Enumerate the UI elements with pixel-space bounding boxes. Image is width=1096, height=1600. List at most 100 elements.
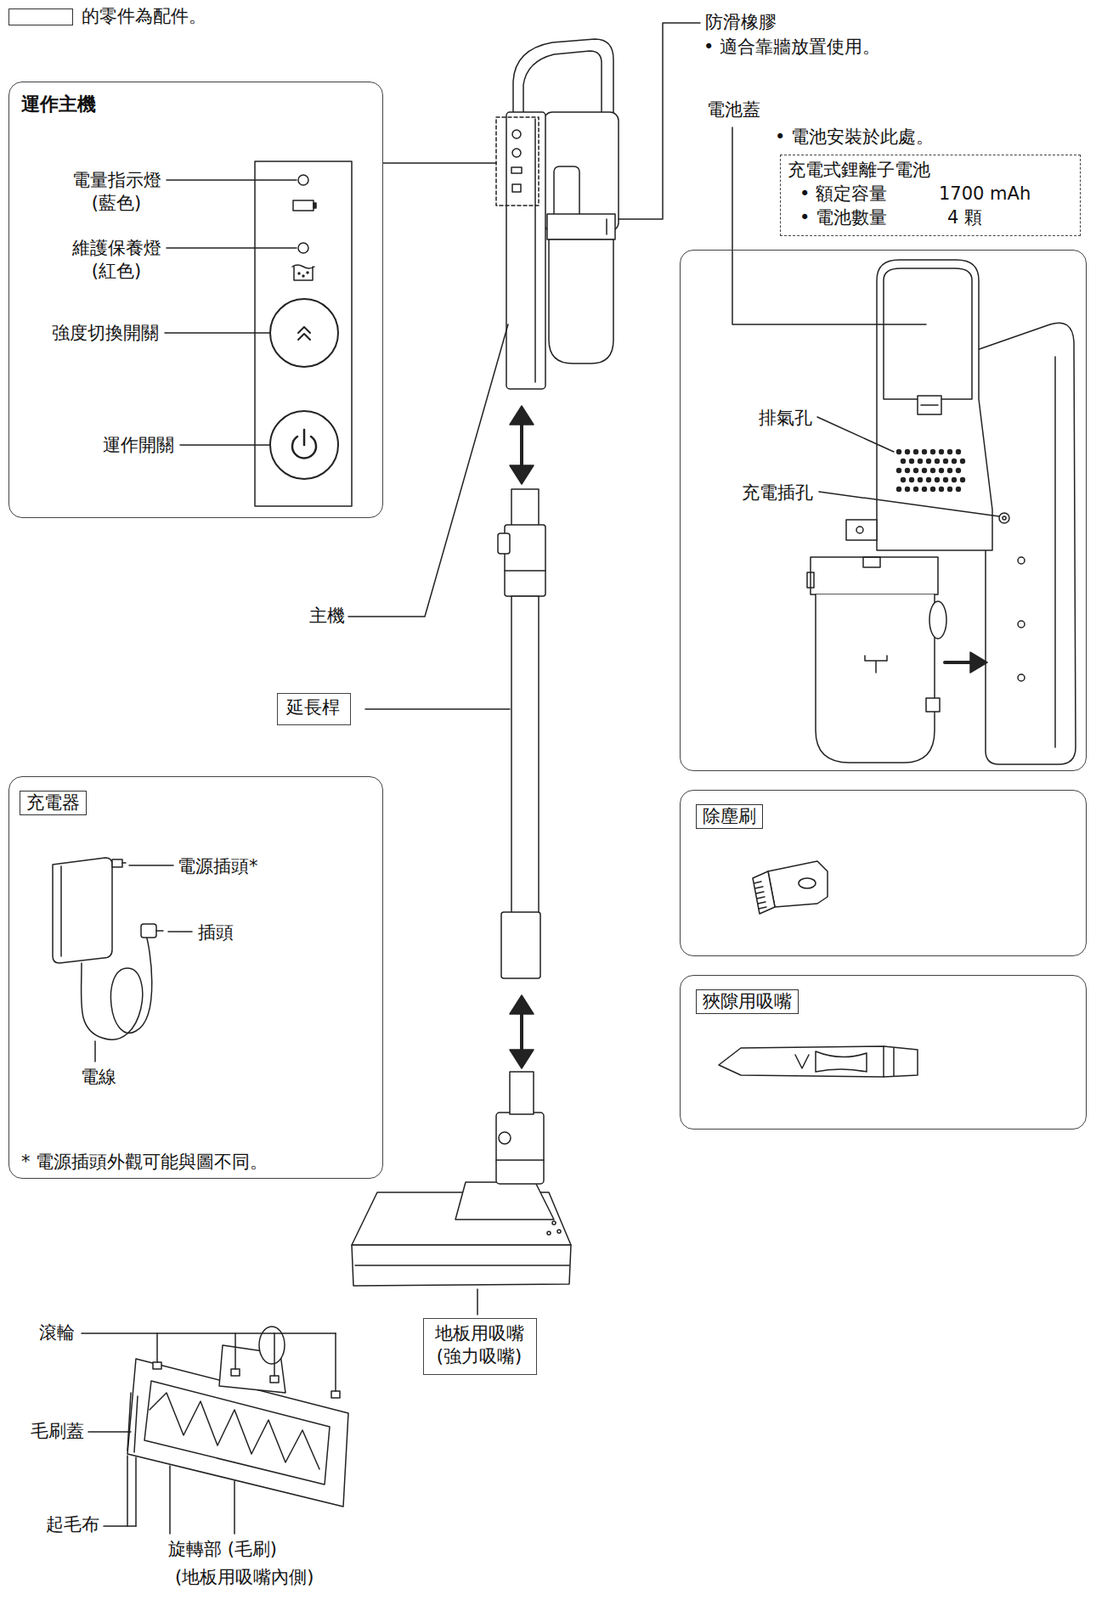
panel-heading: 運作主機 [21,92,97,118]
battery-detail [944,660,972,665]
leader-line [476,1289,479,1316]
accessory-part-box: 延長桿 [276,693,351,726]
switch-label: 運作開關 [102,434,175,458]
control-strip [254,161,352,507]
spec-value: 4 顆 [947,206,983,230]
indicator-label: 維護保養燈 (紅色) [65,237,168,284]
battery-detail [856,526,864,534]
battery-detail [921,449,927,455]
part-label: 起毛布 [44,1514,102,1537]
main-unit [496,117,539,206]
part-label: 插頭 [197,921,234,945]
leader-line [164,332,271,334]
leader-line [819,491,1000,517]
leader-line [166,179,297,181]
part-name-box: 地板用吸嘴 (強力吸嘴) [423,1318,537,1376]
battery-detail [896,449,966,492]
control-strip [302,275,305,277]
crevice-nozzle [815,1051,867,1073]
battery-detail [810,557,938,595]
battery-detail [947,486,953,492]
control-strip [303,429,306,446]
main-unit [548,239,614,364]
battery-detail [934,458,940,464]
battery-detail [930,449,936,455]
leader-line [234,1333,237,1370]
battery-detail [955,486,961,492]
dust-brush [798,878,816,889]
charger [156,930,164,933]
control-strip [298,327,311,340]
battery-detail [921,468,927,474]
main-unit [512,148,521,158]
part-name: 地板用吸嘴 (強力吸嘴) [431,1322,527,1370]
spec-label: • 電池數量 [799,206,887,230]
battery-detail [960,477,966,483]
nozzle-underside [127,1327,349,1508]
crevice-nozzle [718,1046,918,1078]
extension-pipe [511,596,539,915]
floor-nozzle [351,1245,571,1287]
battery-detail [960,458,966,464]
part-label: 旋轉部 (毛刷) [166,1538,279,1562]
nozzle-underside [127,1393,131,1452]
assembly-arrow [509,465,534,485]
dust-brush [754,881,767,910]
leader-line [126,1456,129,1527]
battery-detail [900,458,906,464]
floor-nozzle [509,1072,534,1115]
part-name: 延長桿 [286,696,342,720]
extension-pipe [504,525,546,597]
leader-line [168,931,193,933]
dust-brush [752,861,828,915]
note: • 適合靠牆放置使用。 [701,35,882,59]
battery-detail [955,468,961,474]
floor-nozzle [455,1182,554,1221]
assembly-arrow [509,995,534,1015]
battery-detail [926,477,932,483]
main-unit [534,118,537,383]
battery-detail [970,652,988,673]
control-panel-box: 運作主機電量指示燈 (藍色) 維護保養燈 (紅色) 強度切換開關運作開關 [8,81,384,519]
battery-detail [917,395,942,415]
charger-box: 充電器電源插頭*插頭電線* 電源插頭外觀可能與圖不同。 [8,776,384,1180]
indicator-label: 電量指示燈 (藍色) [65,169,168,216]
battery-detail [930,468,936,474]
control-strip [270,411,339,480]
part-label: 電線 [80,1066,117,1090]
dust-brush [752,871,775,915]
extension-pipe [497,489,546,979]
battery-detail [913,486,919,492]
charger [122,862,126,865]
accessory-heading: 狹隙用吸嘴 [695,989,799,1015]
battery-detail [955,449,961,455]
battery-detail [896,486,902,492]
nozzle-underside [149,1393,320,1470]
battery-detail [1017,674,1025,682]
control-strip [270,299,339,368]
part-label: 電源插頭* [177,855,259,879]
spec-label: • 額定容量 [799,182,887,206]
floor-nozzle [351,1072,571,1287]
accessory-box: 除塵刷 [679,790,1087,957]
control-strip [254,161,352,507]
battery-detail [938,486,944,492]
battery-detail [1017,557,1025,565]
battery-detail [917,477,923,483]
charger [60,866,63,957]
battery-detail [951,477,957,483]
switch-label: 強度切換開關 [51,322,159,345]
battery-detail [904,468,910,474]
control-strip [292,265,315,269]
assembly-arrow [509,406,534,425]
leader-line [348,22,701,1316]
control-strip [306,271,309,274]
battery-detail [1017,621,1025,628]
control-strip [298,175,309,186]
battery-detail [876,259,993,551]
leader-line [365,708,510,711]
leader-line [817,417,894,452]
control-strip [293,200,314,211]
part-label: 防滑橡膠 [703,11,779,34]
battery-detail [883,268,972,400]
